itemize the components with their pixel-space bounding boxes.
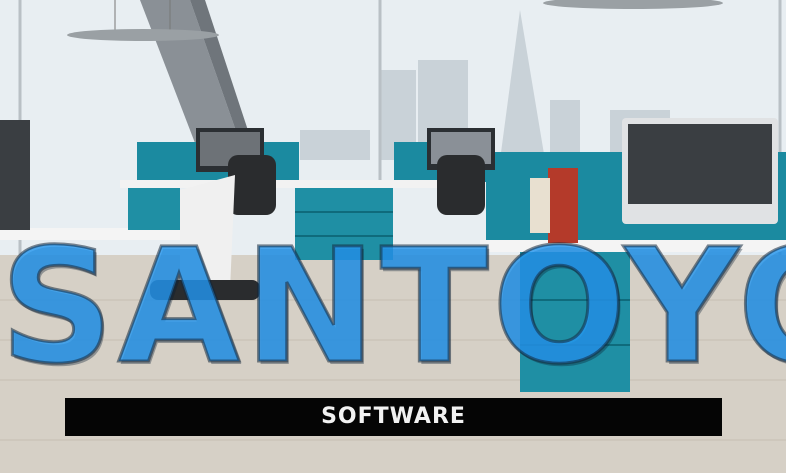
tagline-bar: SOFTWARE (65, 398, 722, 436)
brand-title: SANTOYO (0, 215, 786, 399)
brand-tagline: SOFTWARE (321, 404, 466, 429)
